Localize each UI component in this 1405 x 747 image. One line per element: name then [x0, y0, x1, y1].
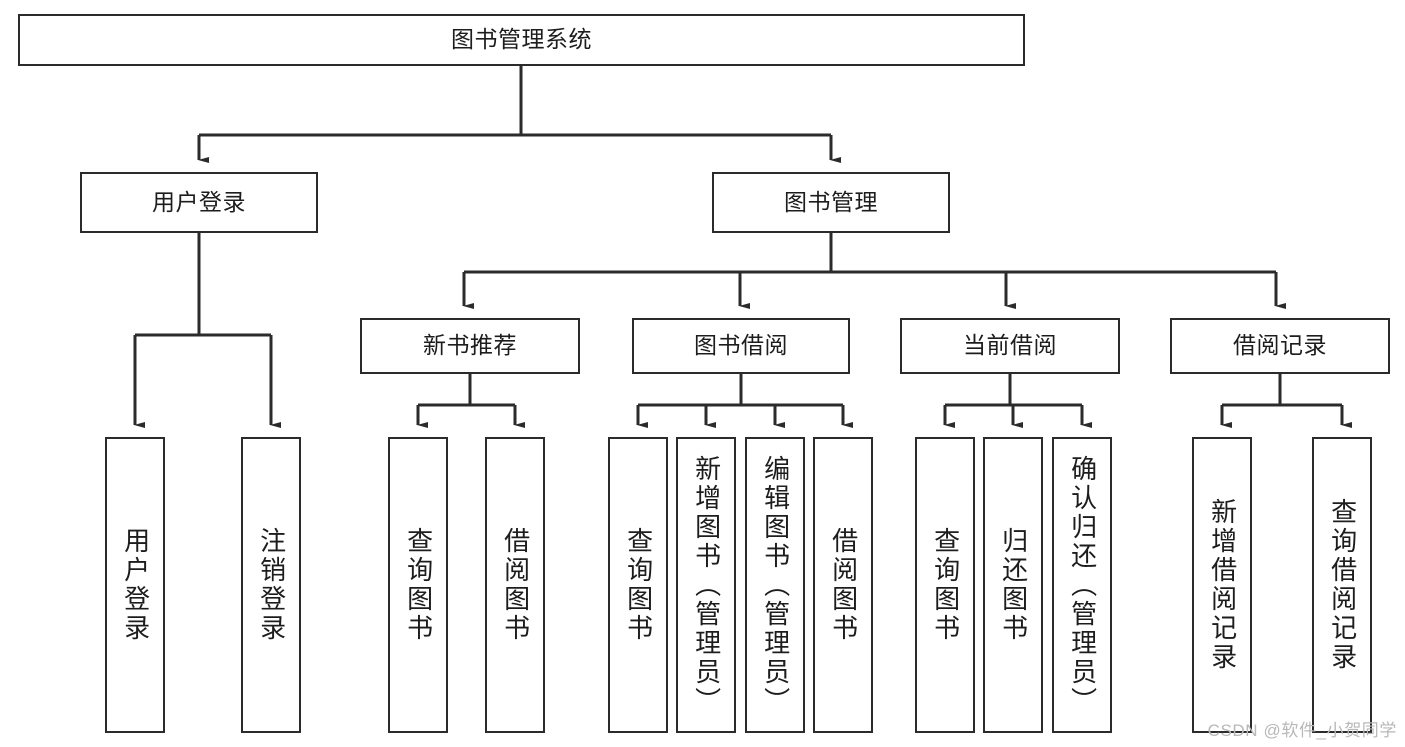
node-leaf-user-logout[interactable]: 注销登录: [241, 437, 301, 733]
node-label: 当前借阅: [963, 332, 1057, 359]
node-current-borrow[interactable]: 当前借阅: [900, 318, 1120, 374]
node-leaf-query-book-3[interactable]: 查询图书: [915, 437, 975, 733]
node-leaf-user-login[interactable]: 用户登录: [105, 437, 165, 733]
node-label: 注销登录: [256, 527, 287, 643]
node-label: 图书管理: [784, 188, 878, 215]
node-label: 查询图书: [623, 527, 654, 643]
node-book-borrow[interactable]: 图书借阅: [632, 318, 850, 374]
node-label: 新增图书（管理员）: [691, 454, 722, 716]
node-leaf-add-book[interactable]: 新增图书（管理员）: [676, 437, 736, 733]
node-label: 查询图书: [930, 527, 961, 643]
node-label: 借阅图书: [500, 527, 531, 643]
node-book-manage[interactable]: 图书管理: [712, 172, 950, 233]
node-leaf-add-record[interactable]: 新增借阅记录: [1192, 437, 1252, 733]
node-leaf-borrow-book-2[interactable]: 借阅图书: [813, 437, 873, 733]
node-label: 查询借阅记录: [1327, 498, 1358, 672]
node-leaf-query-book-2[interactable]: 查询图书: [608, 437, 668, 733]
node-new-book-rec[interactable]: 新书推荐: [360, 318, 580, 374]
node-label: 借阅图书: [828, 527, 859, 643]
node-user-login[interactable]: 用户登录: [80, 172, 318, 233]
node-label: 确认归还（管理员）: [1067, 454, 1098, 716]
node-leaf-return-book[interactable]: 归还图书: [983, 437, 1043, 733]
node-label: 编辑图书（管理员）: [760, 454, 791, 716]
node-label: 查询图书: [403, 527, 434, 643]
node-label: 图书借阅: [694, 332, 788, 359]
node-label: 用户登录: [152, 188, 246, 215]
node-label: 新书推荐: [423, 332, 517, 359]
node-leaf-confirm-return[interactable]: 确认归还（管理员）: [1052, 437, 1112, 733]
node-label: 图书管理系统: [451, 26, 592, 53]
node-root[interactable]: 图书管理系统: [18, 14, 1025, 66]
node-label: 借阅记录: [1233, 332, 1327, 359]
node-label: 归还图书: [998, 527, 1029, 643]
node-borrow-record[interactable]: 借阅记录: [1170, 318, 1390, 374]
node-label: 用户登录: [120, 527, 151, 643]
node-leaf-query-record[interactable]: 查询借阅记录: [1312, 437, 1372, 733]
node-label: 新增借阅记录: [1207, 498, 1238, 672]
watermark-text: CSDN @软件_小贺同学: [1207, 721, 1397, 740]
node-leaf-borrow-book-1[interactable]: 借阅图书: [485, 437, 545, 733]
node-leaf-edit-book[interactable]: 编辑图书（管理员）: [745, 437, 805, 733]
node-leaf-query-book-1[interactable]: 查询图书: [388, 437, 448, 733]
